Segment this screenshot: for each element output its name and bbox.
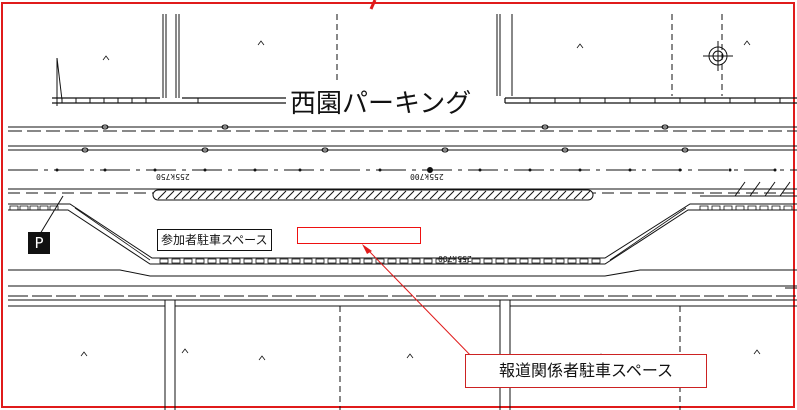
- km-marker: 255k700: [438, 254, 472, 263]
- survey-point-symbol: [703, 41, 733, 71]
- participants-parking-label: 参加者駐車スペース: [157, 229, 272, 251]
- hatched-median: [152, 189, 594, 201]
- km-marker: 255k750: [156, 172, 190, 181]
- km-marker: 255k700: [410, 172, 444, 181]
- parking-area-name: 西園パーキング: [286, 84, 494, 124]
- press-parking-area: [297, 227, 421, 244]
- press-parking-label: 報道関係者駐車スペース: [465, 354, 707, 388]
- parking-icon: P: [28, 232, 50, 254]
- press-leader-line: [367, 249, 476, 361]
